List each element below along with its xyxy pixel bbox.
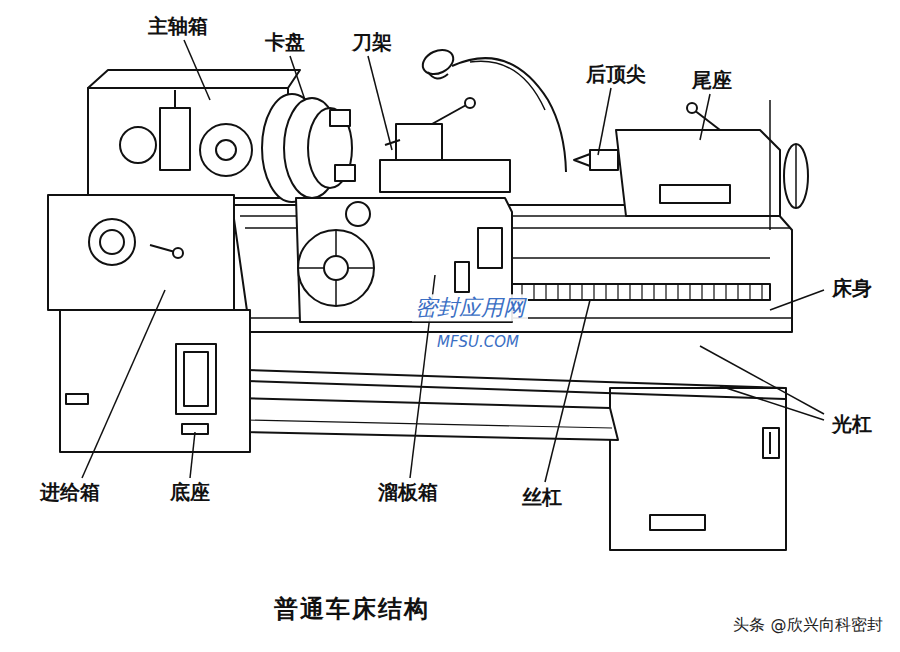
feed-box [48, 195, 234, 310]
feed-box [48, 195, 234, 310]
feed-box [173, 248, 183, 258]
lamp [428, 72, 448, 79]
part-label: 主轴箱 [145, 14, 211, 39]
lamp [419, 45, 457, 78]
tailstock [694, 110, 720, 130]
part-label: 刀架 [349, 30, 395, 55]
right-pedestal [763, 428, 779, 458]
caption: 普通车床结构 [274, 596, 430, 624]
source-credit: 头条 @欣兴向科密封 [730, 615, 885, 635]
feed-box [89, 219, 135, 265]
feed-box [150, 245, 175, 252]
headstock [174, 90, 176, 108]
tailstock [687, 103, 697, 113]
watermark: 密封应用网 [412, 294, 528, 321]
right-pedestal [650, 515, 705, 530]
left-base [60, 310, 250, 452]
bed [500, 257, 770, 259]
part-label: 后顶尖 [583, 62, 649, 87]
tailstock [574, 100, 808, 230]
cross-slide-and-tool-post [432, 104, 468, 124]
tailstock [616, 130, 780, 216]
cross-slide-and-tool-post [380, 160, 510, 192]
chuck [262, 94, 355, 202]
left-base [66, 394, 88, 404]
leader-line [700, 94, 710, 140]
lamp [452, 58, 566, 172]
headstock [200, 124, 252, 176]
part-label: 溜板箱 [375, 480, 441, 505]
part-label: 尾座 [689, 68, 735, 93]
chuck [330, 110, 350, 126]
tailstock [660, 185, 730, 203]
tailstock [769, 100, 771, 230]
apron [455, 262, 469, 292]
apron [298, 230, 374, 306]
part-label: 丝杠 [519, 485, 565, 510]
right-pedestal [769, 432, 771, 454]
headstock [88, 88, 288, 198]
watermark: MFSU.COM [434, 333, 522, 352]
right-pedestal [610, 388, 786, 550]
feed-box [100, 230, 124, 254]
headstock [120, 127, 156, 163]
apron [346, 202, 370, 226]
leader-line [720, 386, 824, 420]
part-label: 床身 [829, 276, 875, 301]
part-label: 底座 [167, 480, 213, 505]
leader-line [82, 290, 165, 478]
chip-tray [245, 420, 612, 428]
tailstock [795, 144, 797, 208]
feed-rod-and-lead-screw [245, 370, 785, 399]
cross-slide-and-tool-post [385, 140, 400, 145]
leader-line [545, 300, 590, 482]
leader-line [368, 56, 392, 150]
leader-line [184, 40, 210, 100]
part-label: 光杠 [829, 412, 875, 437]
apron [298, 230, 374, 306]
tailstock [784, 144, 808, 208]
chuck [335, 165, 355, 181]
apron [324, 256, 348, 280]
tailstock [590, 150, 618, 170]
tailstock [574, 154, 590, 166]
feed-rod-and-lead-screw [245, 370, 785, 388]
cross-slide-and-tool-post [380, 98, 510, 192]
headstock [88, 70, 300, 88]
part-label: 进给箱 [37, 480, 103, 505]
cross-slide-and-tool-post [396, 124, 442, 160]
left-base [176, 344, 216, 414]
part-label: 卡盘 [262, 30, 308, 55]
leader-line [290, 56, 305, 100]
right-pedestal [610, 388, 786, 550]
leader-line [82, 40, 824, 482]
lamp [470, 61, 545, 110]
leader-line [770, 290, 824, 310]
left-base [184, 352, 208, 406]
headstock [216, 140, 236, 160]
feed-rod-and-lead-screw [245, 381, 785, 399]
cross-slide-and-tool-post [465, 98, 475, 108]
headstock [160, 108, 190, 170]
bed [510, 284, 762, 300]
leader-line [598, 88, 611, 155]
leader-line [700, 346, 824, 414]
left-base [60, 310, 250, 452]
apron [478, 228, 502, 268]
leader-line [190, 432, 195, 478]
bed [500, 284, 770, 300]
